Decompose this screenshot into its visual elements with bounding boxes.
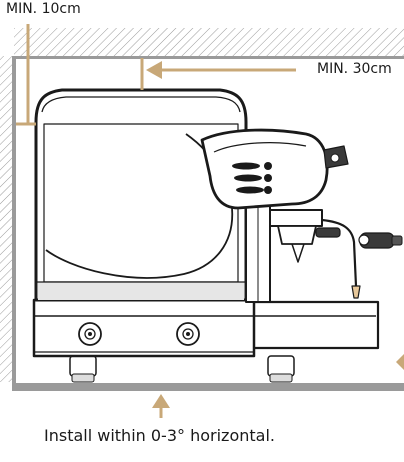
ceiling-line — [14, 56, 404, 59]
edge-marker — [396, 354, 404, 370]
steam-wand — [321, 218, 358, 287]
back-clearance-label: MIN. 30cm — [317, 61, 392, 77]
machine-body — [34, 88, 248, 302]
portafilter-handle — [315, 227, 341, 238]
left-wall-line — [12, 56, 16, 386]
left-wall-hatch — [0, 56, 12, 382]
control-head — [200, 128, 329, 210]
steam-knob — [358, 232, 403, 249]
group-head — [269, 209, 323, 227]
back-clearance-arrowhead — [146, 61, 162, 79]
machine-feet — [69, 355, 295, 383]
base-knob-right — [176, 322, 200, 346]
control-buttons — [232, 162, 272, 194]
espresso-machine — [32, 88, 403, 383]
dimension-guides — [16, 24, 296, 418]
top-knob — [323, 145, 349, 169]
level-instruction-label: Install within 0-3° horizontal. — [44, 426, 275, 445]
level-arrowhead — [152, 394, 170, 408]
base-knob-left — [78, 322, 102, 346]
machine-base — [32, 298, 256, 358]
portafilter — [277, 225, 317, 245]
floor-line — [12, 383, 404, 391]
wall-structure — [0, 28, 404, 391]
side-clearance-label: MIN. 10cm — [6, 1, 81, 17]
drip-tray — [248, 300, 380, 350]
ceiling-hatch — [14, 28, 404, 56]
